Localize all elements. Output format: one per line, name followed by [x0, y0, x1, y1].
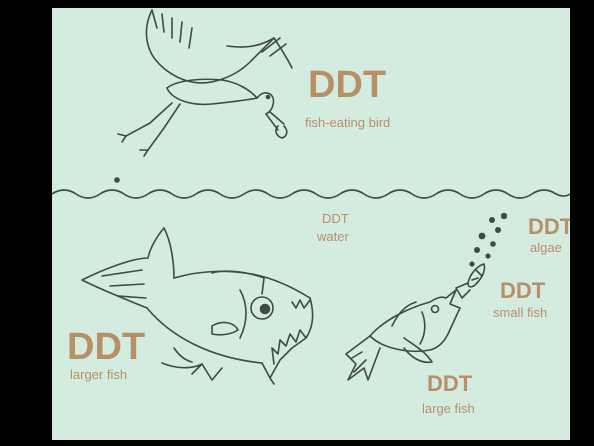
diagram-slide: DDT fish-eating bird DDT water DDT algae…	[52, 8, 570, 440]
bird-ddt-title: DDT	[308, 66, 386, 104]
water-caption: water	[317, 230, 349, 243]
bird-caption: fish-eating bird	[305, 116, 390, 129]
small-fish-drawing	[456, 264, 485, 298]
small-fish-ddt-title: DDT	[500, 280, 545, 302]
algae-dots	[469, 213, 507, 267]
large-fish-ddt-title: DDT	[427, 373, 472, 395]
water-surface-waves	[52, 190, 570, 198]
large-fish-drawing	[346, 290, 460, 380]
larger-fish-ddt-title: DDT	[67, 328, 145, 366]
algae-ddt-title: DDT	[528, 216, 570, 238]
large-fish-caption: large fish	[422, 402, 475, 415]
larger-fish-caption: larger fish	[70, 368, 127, 381]
small-fish-caption: small fish	[493, 306, 547, 319]
water-ddt-title: DDT	[322, 212, 349, 225]
bird-drawing	[118, 10, 292, 156]
algae-caption: algae	[530, 241, 562, 254]
